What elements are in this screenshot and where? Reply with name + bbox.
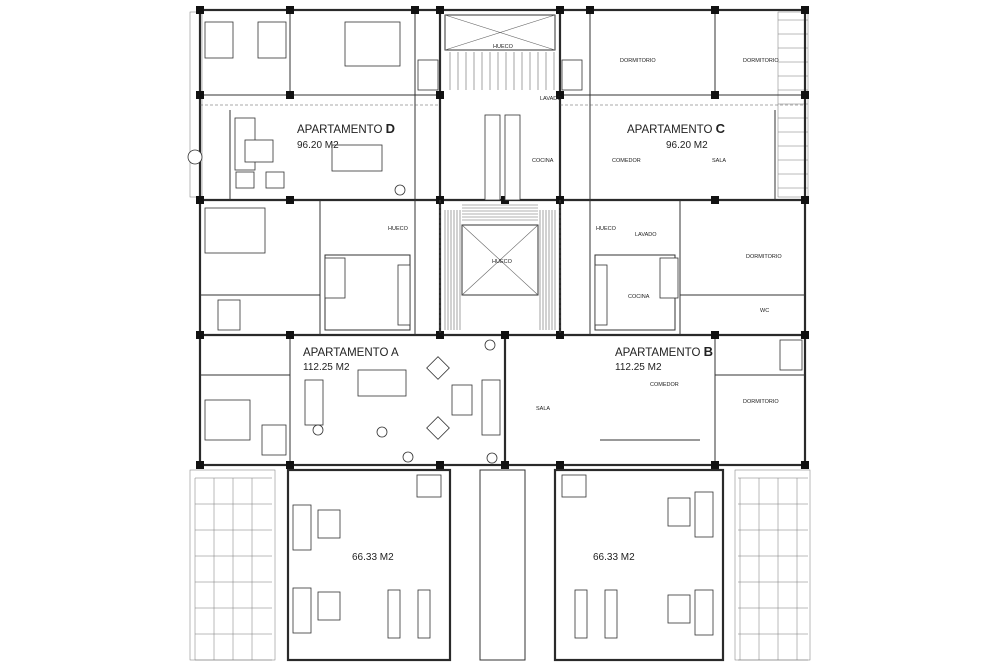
structural-columns [196, 6, 809, 469]
room-hueco-small-right: HUECO [596, 226, 617, 232]
room-dormitorio-top-1: DORMITORIO [620, 58, 656, 64]
room-dormitorio-top-2: DORMITORIO [743, 58, 779, 64]
terrace-labels: 66.33 M2 66.33 M2 [352, 552, 635, 563]
stair-treads [444, 52, 556, 330]
apt-c-area: 96.20 M2 [666, 140, 708, 151]
tile-grid-left [194, 477, 272, 661]
dashed-guides [200, 104, 805, 335]
room-dormitorio-mid: DORMITORIO [746, 254, 782, 260]
terraces [286, 468, 725, 662]
room-sala-b: SALA [536, 406, 550, 412]
room-cocina-c: COCINA [532, 158, 554, 164]
room-comedor-b: COMEDOR [650, 382, 679, 388]
room-hueco-small-left: HUECO [388, 226, 409, 232]
apt-b-title: APARTAMENTO B [615, 344, 713, 359]
room-hueco-top: HUECO [493, 44, 514, 50]
room-dormitorio-b: DORMITORIO [743, 399, 779, 405]
apt-a-title: APARTAMENTO A [303, 347, 399, 359]
room-comedor-c: COMEDOR [612, 158, 641, 164]
terrace-right-area: 66.33 M2 [593, 552, 635, 563]
terrace-left-area: 66.33 M2 [352, 552, 394, 563]
furniture [187, 21, 803, 639]
tile-grid-right [738, 19, 808, 661]
room-labels: HUECO LAVADO DORMITORIO DORMITORIO COCIN… [388, 44, 782, 412]
building-walls [198, 8, 807, 467]
room-hueco-center: HUECO [492, 259, 513, 265]
apt-d-title: APARTAMENTO D [297, 121, 395, 136]
room-sala-c: SALA [712, 158, 726, 164]
apt-c-title: APARTAMENTO C [627, 121, 726, 136]
apt-d-area: 96.20 M2 [297, 140, 339, 151]
room-wc-b: WC [760, 308, 769, 314]
room-lavado-top: LAVADO [540, 96, 562, 102]
apartment-labels: APARTAMENTO D 96.20 M2 APARTAMENTO C 96.… [297, 121, 726, 373]
apt-a-area: 112.25 M2 [303, 362, 350, 373]
room-lavado-mid: LAVADO [635, 232, 657, 238]
apt-b-area: 112.25 M2 [615, 362, 662, 373]
room-cocina-b: COCINA [628, 294, 650, 300]
